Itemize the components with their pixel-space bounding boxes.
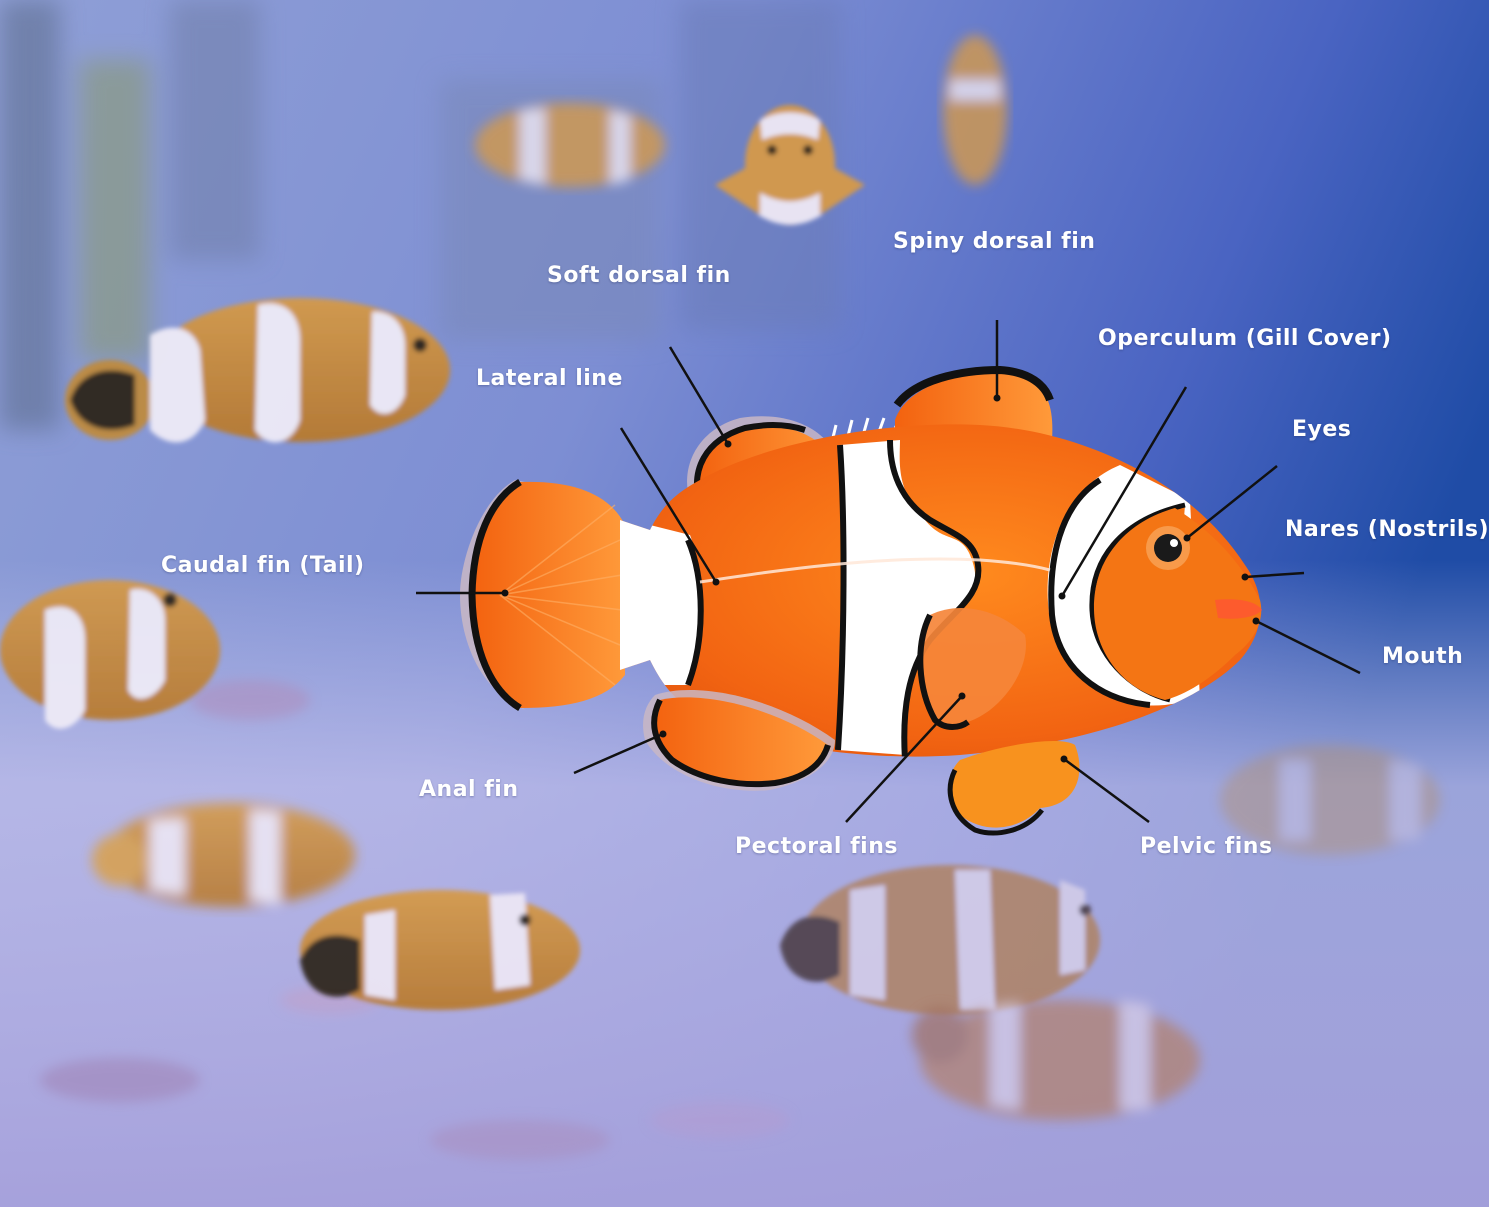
fish-eye	[1146, 526, 1190, 570]
label-eyes: Eyes	[1292, 417, 1351, 442]
label-caudal-fin: Caudal fin (Tail)	[161, 553, 365, 578]
label-mouth: Mouth	[1382, 644, 1463, 669]
label-pelvic-fins: Pelvic fins	[1140, 834, 1273, 859]
label-spiny-dorsal-fin: Spiny dorsal fin	[893, 229, 1095, 254]
caudal-fin	[460, 480, 625, 710]
label-anal-fin: Anal fin	[419, 777, 519, 802]
label-nares: Nares (Nostrils)	[1285, 517, 1489, 542]
label-pectoral-fins: Pectoral fins	[735, 834, 898, 859]
label-soft-dorsal-fin: Soft dorsal fin	[547, 263, 731, 288]
label-operculum: Operculum (Gill Cover)	[1098, 326, 1392, 351]
label-lateral-line: Lateral line	[476, 366, 623, 391]
tail-white-band	[610, 515, 699, 685]
